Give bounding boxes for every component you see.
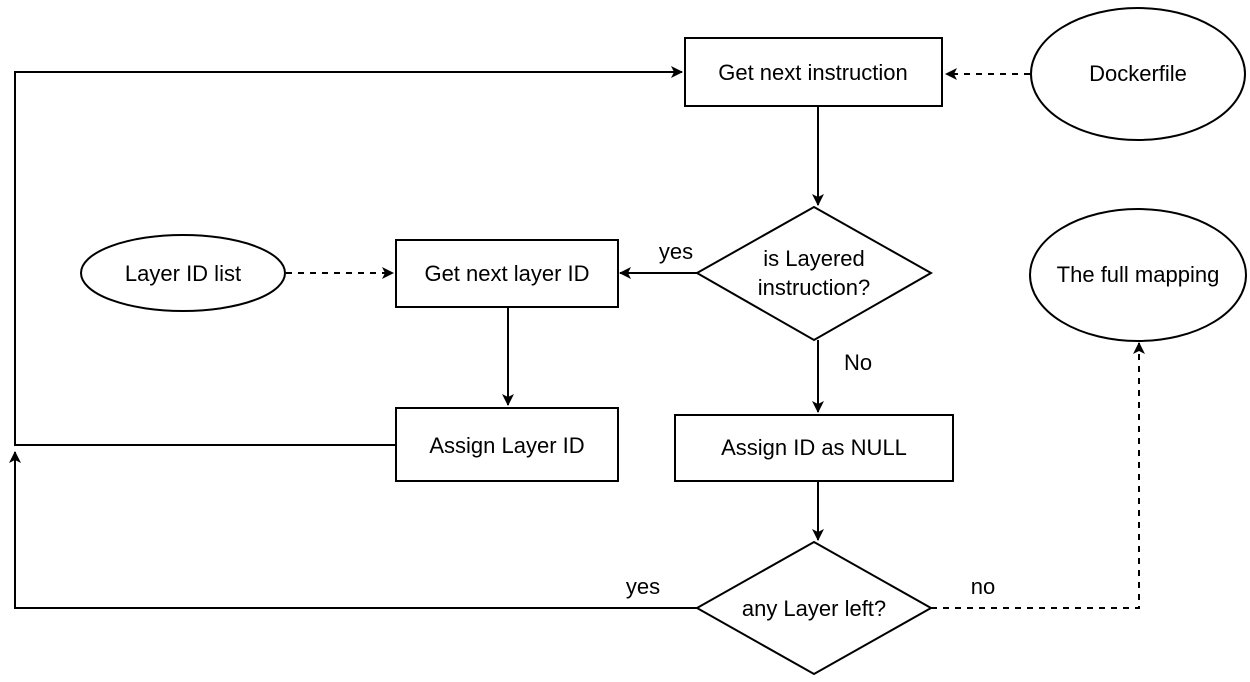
is-layered-label-line1: is Layered — [763, 246, 865, 271]
get-next-layer-id-box — [395, 239, 619, 308]
edge-label-left-no: no — [971, 574, 995, 599]
edge-label-layered-no: No — [844, 350, 872, 375]
assign-id-null-label: Assign ID as NULL — [721, 435, 907, 460]
is-layered-label-line2: instruction? — [758, 275, 871, 300]
get-next-instruction-box — [684, 37, 943, 107]
any-layer-left-label: any Layer left? — [742, 596, 886, 621]
is-layered-diamond — [694, 205, 934, 342]
any-layer-left-diamond — [694, 540, 934, 676]
layer-id-list-ellipse — [80, 234, 286, 312]
full-mapping-label: The full mapping — [1057, 262, 1220, 287]
assign-id-null-box — [674, 414, 954, 482]
edge-assign-layer-loop-back — [14, 66, 683, 446]
assign-layer-id-box — [395, 407, 619, 482]
edge-any-left-yes — [9, 451, 697, 609]
edge-label-left-yes: yes — [626, 574, 660, 599]
edge-label-layered-yes: yes — [659, 239, 693, 264]
dockerfile-ellipse — [1030, 7, 1246, 141]
layer-id-list-label: Layer ID list — [125, 261, 241, 286]
assign-layer-id-label: Assign Layer ID — [429, 433, 584, 458]
get-next-layer-id-label: Get next layer ID — [424, 261, 589, 286]
dockerfile-label: Dockerfile — [1089, 61, 1187, 86]
get-next-instruction-label: Get next instruction — [718, 60, 908, 85]
edge-any-left-no — [931, 342, 1145, 609]
full-mapping-ellipse — [1029, 208, 1247, 342]
